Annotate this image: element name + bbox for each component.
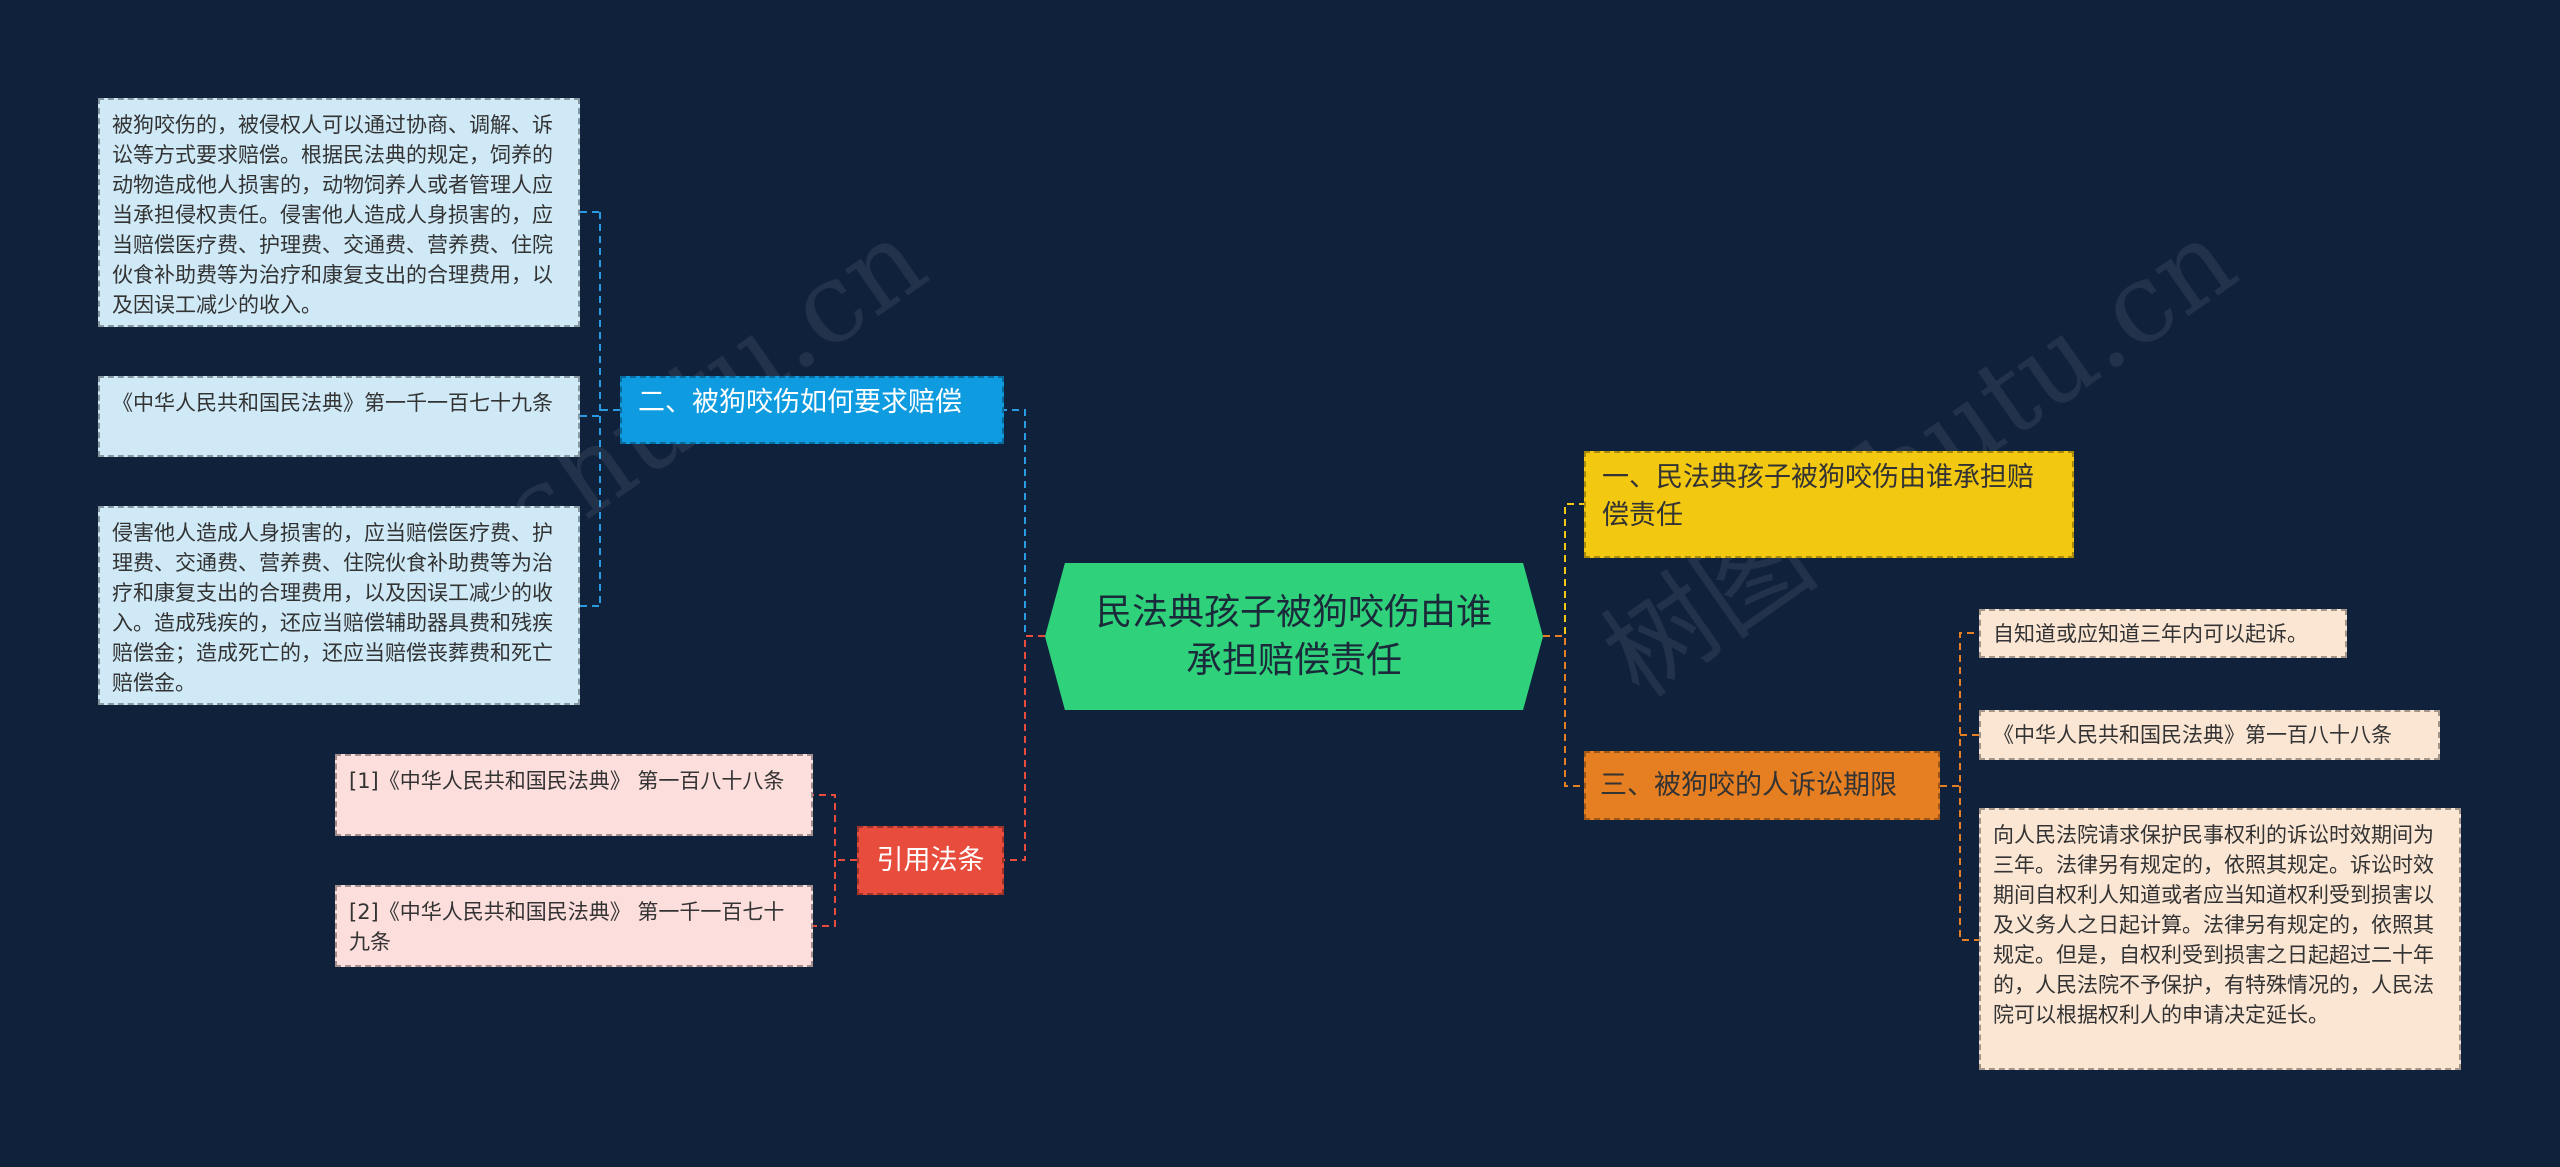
leaf-b2-2[interactable]: 《中华人民共和国民法典》第一千一百七十九条 — [98, 376, 580, 457]
central-topic-label: 民法典孩子被狗咬伤由谁承担赔偿责任 — [1095, 591, 1492, 681]
branch-node-b3[interactable]: 三、被狗咬的人诉讼期限 — [1584, 751, 1940, 820]
leaf-b2-1[interactable]: 被狗咬伤的，被侵权人可以通过协商、调解、诉讼等方式要求赔偿。根据民法典的规定，饲… — [98, 98, 580, 327]
central-topic[interactable]: 民法典孩子被狗咬伤由谁承担赔偿责任 — [1045, 563, 1543, 710]
leaf-b3-3[interactable]: 向人民法院请求保护民事权利的诉讼时效期间为三年。法律另有规定的，依照其规定。诉讼… — [1979, 808, 2461, 1070]
branch-node-refs[interactable]: 引用法条 — [857, 826, 1004, 895]
connector-red — [813, 635, 1045, 927]
ref-item-1[interactable]: [1]《中华人民共和国民法典》 第一百八十八条 — [335, 754, 813, 836]
leaf-b2-3[interactable]: 侵害他人造成人身损害的，应当赔偿医疗费、护理费、交通费、营养费、住院伙食补助费等… — [98, 506, 580, 705]
connector-blue — [580, 211, 1045, 637]
branch-node-b2[interactable]: 二、被狗咬伤如何要求赔偿 — [620, 376, 1004, 444]
connector-orange — [1543, 632, 1979, 941]
branch-node-b1[interactable]: 一、民法典孩子被狗咬伤由谁承担赔偿责任 — [1584, 451, 2074, 558]
connector-yellow — [1543, 503, 1584, 637]
leaf-b3-2[interactable]: 《中华人民共和国民法典》第一百八十八条 — [1979, 710, 2440, 760]
leaf-b3-1[interactable]: 自知道或应知道三年内可以起诉。 — [1979, 609, 2347, 658]
ref-item-2[interactable]: [2]《中华人民共和国民法典》 第一千一百七十九条 — [335, 885, 813, 967]
